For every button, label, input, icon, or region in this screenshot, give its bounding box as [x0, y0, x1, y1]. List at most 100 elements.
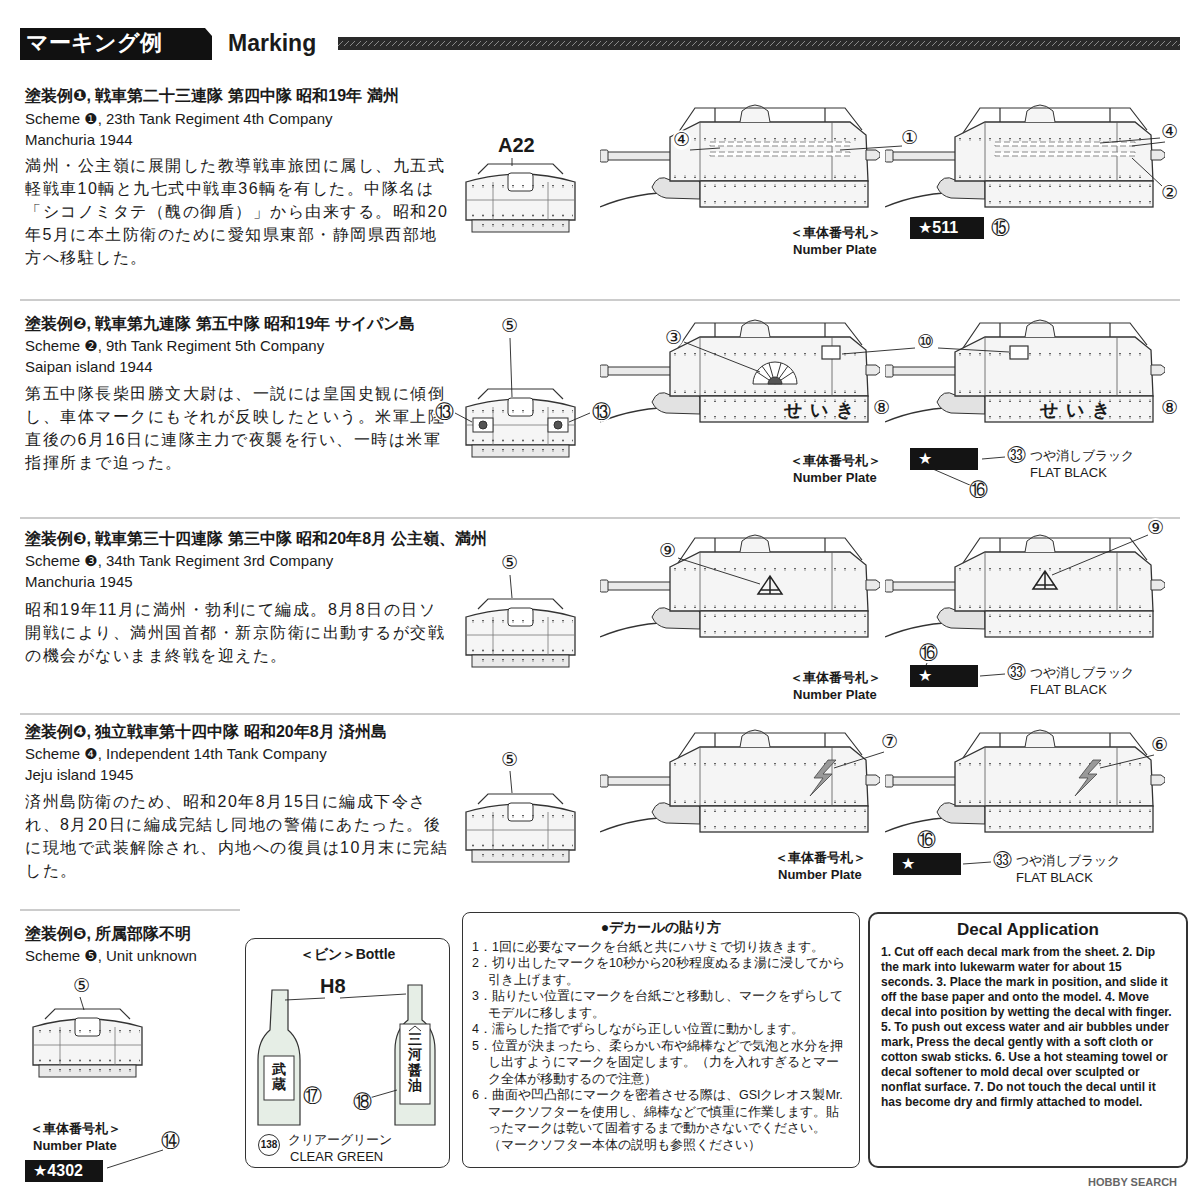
callout-number: ⑨ [1146, 518, 1165, 538]
tank-side-view [885, 105, 1165, 207]
tank-side-view [600, 535, 880, 637]
lightning-marking [1075, 760, 1101, 796]
instruction-box: Decal Application1. Cut off each decal m… [868, 912, 1188, 1168]
leader-line [510, 575, 512, 598]
paint-note: クリアーグリーン [288, 1131, 392, 1149]
scheme-caption: Scheme ❸, 34th Tank Regiment 3rd Company [25, 552, 333, 570]
number-plate-caption: ＜車体番号札＞ [30, 1120, 121, 1138]
bottle [258, 985, 435, 1125]
rising-sun-marking [757, 363, 793, 384]
paint-note: FLAT BLACK [1016, 870, 1093, 885]
box-text: 1. Cut off each decal mark from the shee… [881, 945, 1175, 1110]
callout-number: ④ [1160, 122, 1179, 142]
callout-number: ⑤ [500, 316, 519, 336]
triangle-emblem [1033, 571, 1057, 589]
instruction-box: ●デカールの貼り方1．1回に必要なマークを台紙と共にハサミで切り抜きます。2．切… [462, 912, 860, 1168]
number-plate-caption: Number Plate [793, 687, 877, 702]
scheme-caption: Jeju island 1945 [25, 766, 133, 783]
tank-side-view [600, 730, 880, 832]
callout-number: ④ [672, 130, 691, 150]
scheme-caption: Scheme ❺, Unit unknown [25, 947, 197, 965]
box-heading: ★ [918, 449, 970, 469]
stripe-marking [710, 142, 850, 146]
tank-front-view [466, 599, 575, 667]
box-heading: ★ [901, 854, 953, 874]
tank-side-view [885, 730, 1165, 832]
rising-sun-marking [753, 362, 797, 384]
triangle-emblem [758, 571, 1057, 594]
callout-number: ⑧ [872, 398, 891, 418]
leader-line [678, 558, 760, 584]
callout-number: ㉝ [1006, 663, 1027, 683]
number-plate-caption: Number Plate [778, 867, 862, 882]
number-plate-caption: Number Plate [793, 242, 877, 257]
box-text: 5．位置が決まったら、柔らかい布や綿棒などで気泡と水分を押し出すようにマークを固… [472, 1038, 850, 1088]
leader-line [569, 413, 590, 422]
tank-front-view [33, 1009, 142, 1077]
bottle-label: 武蔵 [272, 1062, 286, 1093]
front-marking [473, 418, 493, 432]
number-plate-caption: Number Plate [793, 470, 877, 485]
scheme-caption: Saipan island 1944 [25, 358, 153, 375]
title-bar [20, 28, 212, 60]
leader-line [80, 997, 84, 1010]
paint-note: FLAT BLACK [1030, 682, 1107, 697]
box-text: 4．濡らした指でずらしながら正しい位置に動かします。 [472, 1021, 850, 1038]
separator-line [20, 300, 1180, 910]
scheme-caption: Scheme ❷, 9th Tank Regiment 5th Company [25, 337, 324, 355]
stripe-marking [710, 142, 1135, 156]
tank-side-view [885, 320, 1165, 422]
rising-sun-marking [768, 377, 782, 384]
callout-number: ⑱ [352, 1092, 373, 1112]
hull-marking: せいき [784, 398, 862, 422]
paint-note: つや消しブラック [1030, 664, 1134, 682]
tank-front-view [33, 164, 575, 1077]
number-plate-caption: ＜車体番号札＞ [775, 849, 866, 867]
title-bar [20, 28, 1180, 60]
scheme-caption: Manchuria 1944 [25, 131, 133, 148]
bottle [264, 1056, 294, 1100]
callout-number: ⑯ [968, 480, 989, 500]
callout-number: ⑩ [916, 332, 935, 352]
callout-number: ① [900, 128, 919, 148]
number-plate-caption: Number Plate [33, 1138, 117, 1153]
callout-number: ② [1160, 183, 1179, 203]
number-plate: ★ [893, 853, 961, 875]
title-bar [338, 37, 1180, 50]
callout-number: ⑨ [658, 541, 677, 561]
callout-number: ⑬ [591, 402, 612, 422]
number-plate-caption: ＜車体番号札＞ [790, 669, 881, 687]
tank-side-view [600, 105, 880, 207]
tank-front-view [466, 389, 575, 457]
leader-line [285, 994, 406, 1000]
hull-marking: せいき [1040, 398, 1118, 422]
leader-line [840, 146, 902, 150]
leader-line [107, 1150, 163, 1168]
leader-line [842, 348, 1009, 354]
callout-number: ⑤ [72, 976, 91, 996]
stripe-marking [995, 152, 1135, 156]
leader-line [690, 148, 720, 150]
bottle [409, 1026, 421, 1031]
tank-front-view [466, 164, 575, 232]
box-heading: ●デカールの貼り方 [472, 919, 850, 936]
callout-number: ⑧ [1160, 398, 1179, 418]
leader-line [1100, 755, 1154, 768]
scheme-heading: 塗装例❸, 戦車第三十四連隊 第三中隊 昭和20年8月 公主嶺、満州 [25, 529, 487, 550]
scheme-description: 第五中隊長柴田勝文大尉は、一説には皇国史観に傾倒し、車体マークにもそれが反映した… [25, 382, 450, 474]
leader-line [926, 466, 972, 486]
leader-line [1100, 138, 1165, 146]
number-plate-caption: ＜車体番号札＞ [790, 224, 881, 242]
paint-note: CLEAR GREEN [290, 1149, 383, 1164]
rising-sun-marking [753, 362, 797, 384]
leader-line [80, 138, 1165, 1168]
leader-line [1052, 535, 1148, 575]
watermark: HOBBY SEARCH [1088, 1176, 1177, 1188]
tank-side-view [885, 535, 1165, 637]
scheme-caption: Scheme ❶, 23th Tank Regiment 4th Company [25, 110, 333, 128]
callout-number: ③ [664, 328, 683, 348]
scheme-description: 昭和19年11月に満州・勃利にて編成。8月8日の日ソ開戦により、満州国首都・新京… [25, 598, 450, 667]
bottle [258, 990, 300, 1125]
